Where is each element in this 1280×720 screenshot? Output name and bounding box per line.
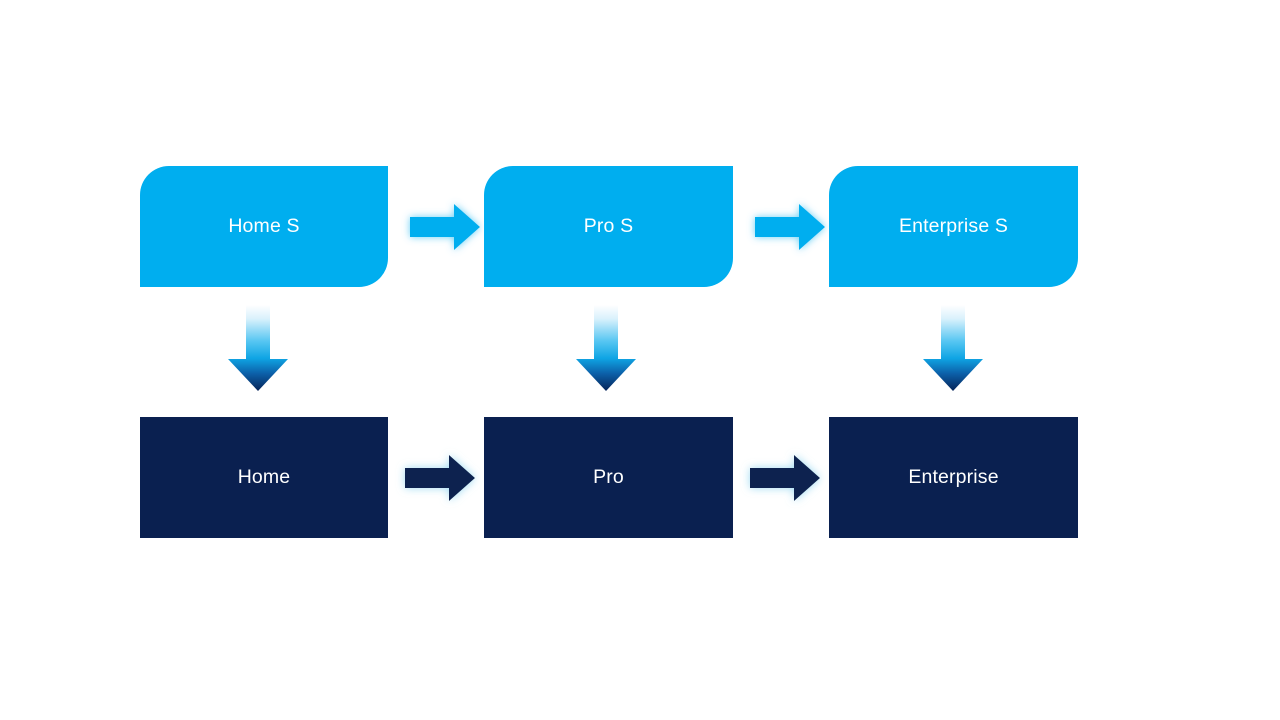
node-enterprise-label: Enterprise — [908, 465, 999, 488]
node-pro[interactable]: Pro — [484, 417, 733, 538]
arrow-down-icon — [576, 305, 636, 391]
connector-home-s-to-pro-s[interactable] — [396, 189, 492, 265]
connector-pro-to-enterprise[interactable] — [736, 440, 832, 516]
connector-pro-s-to-pro[interactable] — [570, 303, 642, 403]
node-home[interactable]: Home — [140, 417, 388, 538]
node-home-s-label: Home S — [228, 214, 300, 237]
connector-home-to-pro[interactable] — [391, 440, 487, 516]
arrow-right-icon — [410, 204, 480, 250]
node-home-label: Home — [237, 465, 291, 488]
connector-home-s-to-home[interactable] — [222, 303, 294, 403]
connector-enterprise-s-to-enterprise[interactable] — [917, 303, 989, 403]
node-home-s[interactable]: Home S — [140, 166, 388, 287]
node-enterprise[interactable]: Enterprise — [829, 417, 1078, 538]
node-pro-label: Pro — [593, 465, 624, 488]
node-enterprise-s-label: Enterprise S — [898, 214, 1009, 237]
node-enterprise-s[interactable]: Enterprise S — [829, 166, 1078, 287]
arrow-right-icon — [750, 455, 820, 501]
node-pro-s[interactable]: Pro S — [484, 166, 733, 287]
arrow-down-icon — [228, 305, 288, 391]
arrow-right-icon — [405, 455, 475, 501]
arrow-right-icon — [755, 204, 825, 250]
node-pro-s-label: Pro S — [583, 214, 634, 237]
connector-pro-s-to-enterprise-s[interactable] — [741, 189, 837, 265]
arrow-down-icon — [923, 305, 983, 391]
